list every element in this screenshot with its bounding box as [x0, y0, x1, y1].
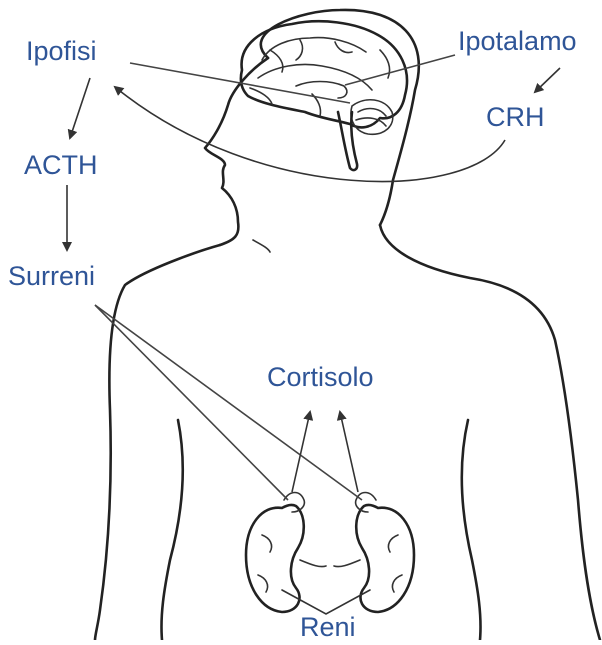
label-ipofisi: Ipofisi: [26, 36, 97, 66]
ipotalamo-to-crh-arrow: [535, 68, 560, 92]
torso-right-line: [462, 420, 481, 640]
ipofisi-pointer-line: [130, 63, 350, 103]
torso-left-line: [161, 420, 182, 640]
label-reni: Reni: [300, 612, 356, 640]
cortisolo-arrow-left: [292, 412, 310, 492]
labels: Ipofisi Ipotalamo CRH ACTH Surreni Corti…: [8, 26, 577, 640]
brain-illustration: [241, 21, 407, 170]
crh-to-ipofisi-arrow: [115, 87, 505, 181]
connectors: [67, 55, 560, 614]
label-crh: CRH: [486, 102, 545, 132]
label-ipotalamo: Ipotalamo: [458, 26, 577, 56]
surreni-pointer-line-left: [95, 305, 288, 500]
reni-bracket: [282, 590, 370, 614]
ipotalamo-pointer-line: [345, 55, 455, 85]
kidneys-illustration: [246, 493, 414, 613]
ipofisi-to-acth-arrow: [70, 78, 90, 138]
collar-line: [253, 240, 270, 252]
label-acth: ACTH: [24, 150, 98, 180]
neck-right-outline: [380, 225, 600, 640]
cortisolo-arrow-right: [340, 412, 358, 492]
kidney-right: [334, 493, 414, 613]
shoulder-left-outline: [95, 245, 220, 640]
label-surreni: Surreni: [8, 261, 95, 291]
kidney-left: [246, 493, 326, 613]
label-cortisolo: Cortisolo: [267, 362, 374, 392]
surreni-pointer-line-right: [95, 305, 362, 500]
